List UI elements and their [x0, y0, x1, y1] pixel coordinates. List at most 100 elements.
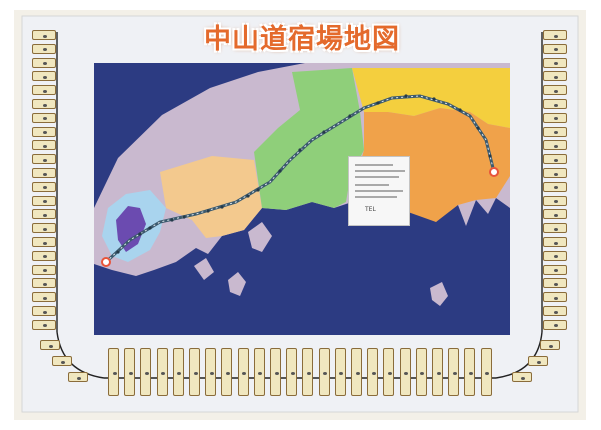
abacus-counter-icon: [258, 371, 263, 375]
abacus-counter-icon: [43, 324, 47, 328]
station-tile: [399, 348, 411, 396]
station-tile: [543, 30, 567, 40]
station-tile: [464, 348, 476, 396]
abacus-counter-icon: [43, 282, 47, 286]
station-tile: [543, 237, 567, 247]
abacus-counter-icon: [225, 371, 230, 375]
abacus-counter-icon: [339, 371, 344, 375]
abacus-counter-icon: [274, 371, 279, 375]
station-tile: [32, 57, 56, 68]
abacus-counter-icon: [554, 131, 558, 135]
info-line: [355, 176, 399, 178]
station-tile: [415, 348, 427, 396]
station-tile: [543, 306, 567, 316]
abacus-counter-icon: [43, 186, 47, 190]
abacus-counter-icon: [554, 117, 558, 121]
abacus-counter-icon: [420, 371, 425, 375]
station-tile: [32, 154, 56, 165]
abacus-counter-icon: [554, 324, 558, 328]
abacus-counter-icon: [43, 227, 47, 231]
abacus-counter-icon: [554, 200, 558, 204]
abacus-counter-icon: [61, 360, 65, 364]
station-tile: [302, 348, 314, 396]
abacus-counter-icon: [554, 89, 558, 93]
island-c: [194, 258, 214, 280]
abacus-counter-icon: [193, 371, 198, 375]
abacus-counter-icon: [537, 360, 541, 364]
station-tile: [32, 209, 56, 220]
abacus-counter-icon: [43, 213, 47, 217]
abacus-counter-icon: [554, 62, 558, 66]
abacus-counter-icon: [43, 241, 47, 245]
station-tile: [543, 292, 567, 303]
abacus-counter-icon: [43, 269, 47, 273]
station-tile: [286, 348, 298, 396]
abacus-counter-icon: [43, 310, 47, 314]
info-line: [355, 184, 389, 186]
abacus-counter-icon: [43, 131, 47, 135]
station-tile: [543, 71, 567, 82]
abacus-counter-icon: [554, 48, 558, 52]
abacus-counter-icon: [306, 371, 311, 375]
station-tile: [108, 348, 119, 396]
abacus-counter-icon: [554, 241, 558, 245]
abacus-counter-icon: [43, 200, 47, 204]
station-tile: [543, 85, 567, 96]
station-tile: [32, 30, 56, 40]
map-area: [94, 63, 510, 335]
abacus-counter-icon: [554, 213, 558, 217]
abacus-counter-icon: [521, 376, 525, 380]
peninsula-south: [248, 222, 272, 252]
abacus-counter-icon: [77, 376, 81, 380]
station-tile: [543, 99, 567, 109]
station-tile: [334, 348, 346, 396]
abacus-counter-icon: [554, 269, 558, 273]
abacus-counter-icon: [43, 158, 47, 162]
station-tile: [383, 348, 395, 396]
station-tile: [32, 126, 56, 137]
abacus-counter-icon: [554, 75, 558, 79]
abacus-counter-icon: [323, 371, 328, 375]
abacus-counter-icon: [43, 75, 47, 79]
abacus-counter-icon: [242, 371, 247, 375]
abacus-counter-icon: [43, 103, 47, 107]
station-tile: [367, 348, 379, 396]
info-contact: TEL: [365, 206, 376, 213]
station-tile: [543, 319, 567, 330]
station-tile: [32, 43, 56, 54]
abacus-counter-icon: [177, 371, 182, 375]
abacus-counter-icon: [290, 371, 295, 375]
abacus-counter-icon: [43, 62, 47, 66]
abacus-counter-icon: [43, 255, 47, 259]
station-tile: [189, 348, 200, 396]
region-lake: [116, 206, 146, 252]
station-tile: [543, 278, 567, 289]
station-tile: [156, 348, 168, 396]
station-tile: [543, 112, 567, 123]
station-tile: [432, 348, 443, 396]
info-line: [355, 196, 397, 198]
station-tile: [270, 348, 281, 396]
abacus-counter-icon: [554, 186, 558, 190]
endpoint-west-marker: [101, 257, 111, 267]
island-b: [430, 282, 448, 306]
station-tile: [543, 126, 567, 137]
station-tile: [543, 250, 567, 261]
abacus-counter-icon: [554, 103, 558, 107]
station-tile: [318, 348, 330, 396]
abacus-counter-icon: [355, 371, 360, 375]
poster-title: 中山道宿場地図: [204, 24, 400, 55]
abacus-counter-icon: [554, 310, 558, 314]
station-tile: [32, 264, 56, 275]
station-tile: [543, 181, 567, 192]
abacus-counter-icon: [144, 371, 149, 375]
abacus-counter-icon: [554, 158, 558, 162]
station-tile: [480, 348, 492, 396]
info-line: [355, 170, 405, 172]
station-tile: [543, 168, 567, 178]
abacus-counter-icon: [371, 371, 376, 375]
station-tile: [448, 348, 460, 396]
abacus-counter-icon: [43, 117, 47, 121]
station-tile: [32, 319, 56, 330]
